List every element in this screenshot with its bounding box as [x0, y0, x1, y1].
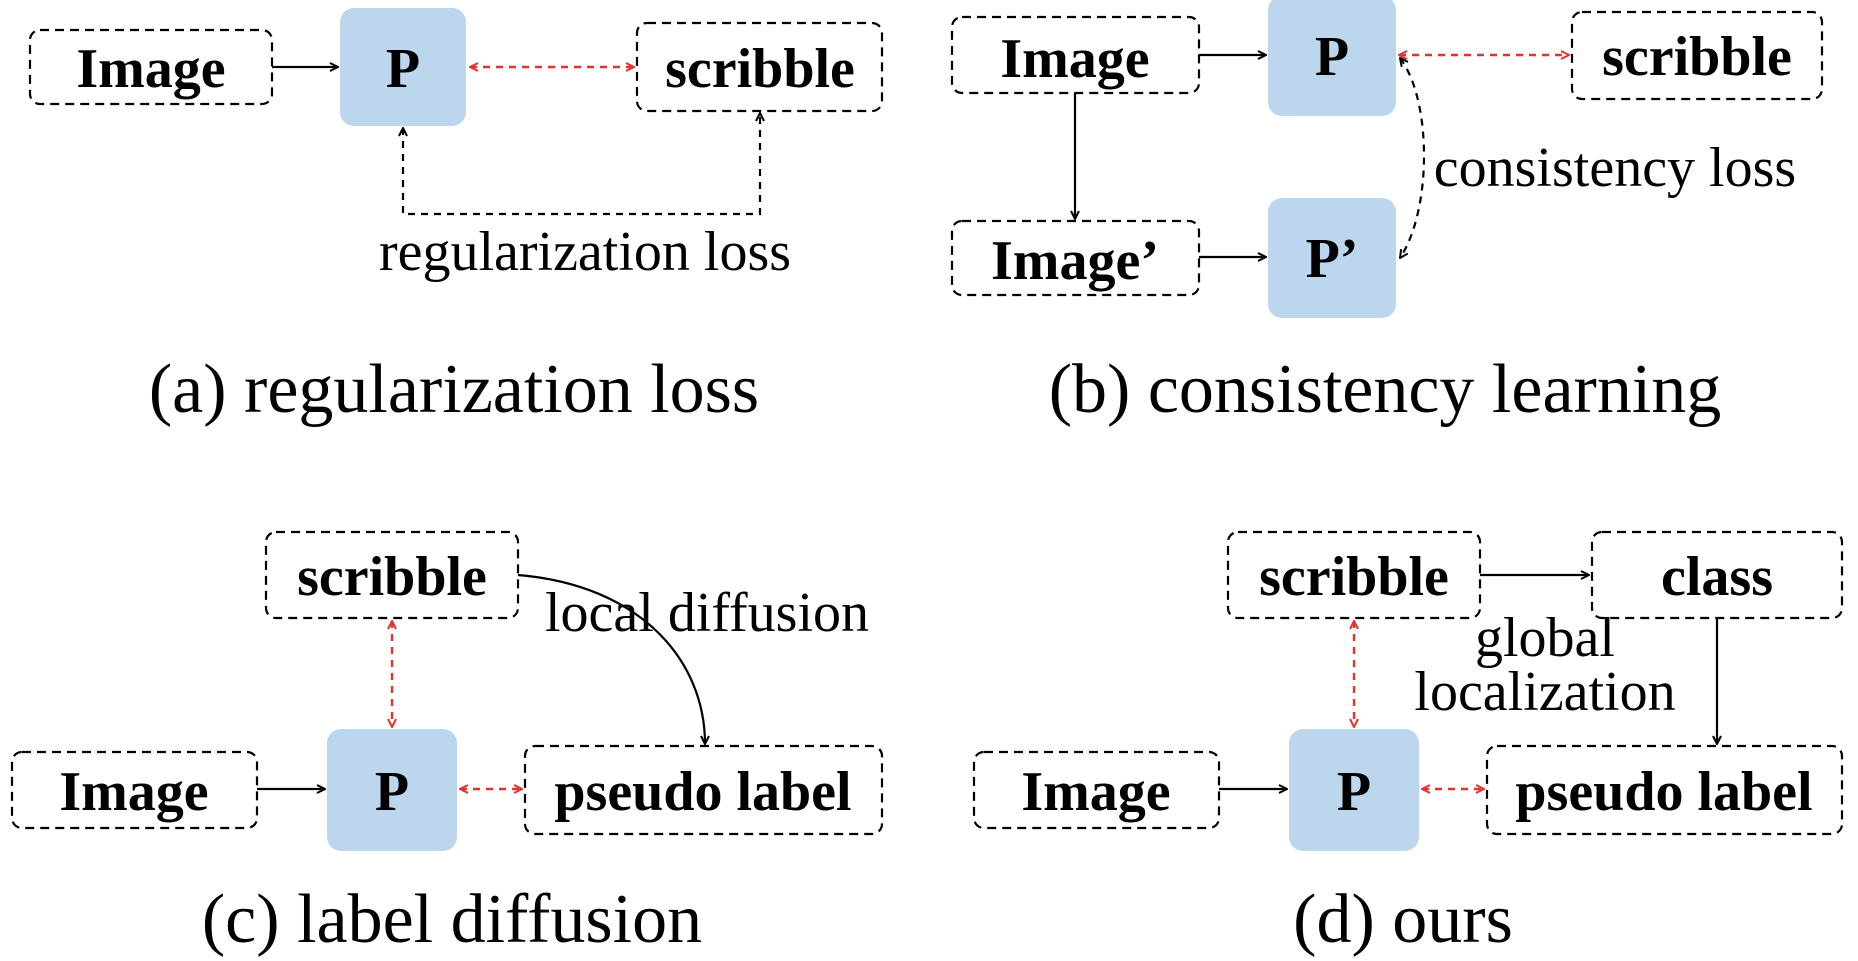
- scribble-node-label: scribble: [665, 38, 855, 100]
- scribble-node-label: scribble: [297, 546, 487, 608]
- panel-a: Image P scribble regularization loss (a)…: [28, 8, 884, 428]
- class-node-label: class: [1661, 546, 1773, 608]
- local-diffusion-arrow: [517, 573, 705, 744]
- global-localization-label-line1: global: [1475, 607, 1615, 669]
- image-node-label: Image: [59, 761, 208, 823]
- scribble-node: [1226, 530, 1482, 620]
- image-node: [10, 750, 259, 830]
- pseudo-label-node: [523, 744, 884, 836]
- image-node-label: Image: [1000, 28, 1149, 90]
- p-node-label: P: [375, 761, 409, 823]
- caption-c: (c) label diffusion: [202, 881, 702, 958]
- p-node: [1268, 0, 1396, 116]
- p-node: [340, 8, 466, 126]
- image-prime-node: [950, 219, 1201, 297]
- image-prime-node-label: Image’: [991, 230, 1159, 292]
- consistency-loss-connector: [1400, 58, 1425, 258]
- scribble-node-label: scribble: [1602, 26, 1792, 88]
- pseudo-label-node-label: pseudo label: [1515, 761, 1812, 823]
- p-node-label: P: [1337, 761, 1371, 823]
- caption-b: (b) consistency learning: [1049, 351, 1722, 428]
- panel-b: Image P scribble Image’ P’ consistency l…: [950, 0, 1824, 428]
- scribble-node: [264, 530, 520, 620]
- scribble-node-label: scribble: [1259, 546, 1449, 608]
- regularization-loss-label: regularization loss: [379, 221, 791, 283]
- consistency-loss-label: consistency loss: [1434, 137, 1796, 199]
- local-diffusion-label: local diffusion: [545, 582, 869, 644]
- image-node: [28, 28, 274, 106]
- pseudo-label-node-label: pseudo label: [554, 761, 851, 823]
- scribble-node: [635, 21, 884, 113]
- image-node-label: Image: [76, 38, 225, 100]
- caption-a: (a) regularization loss: [149, 351, 759, 428]
- pseudo-label-node: [1485, 744, 1844, 836]
- image-node-label: Image: [1021, 761, 1170, 823]
- p-node: [1289, 729, 1419, 851]
- regularization-loss-connector: [403, 113, 760, 216]
- scribble-node: [1570, 10, 1824, 101]
- p-node-label: P: [1315, 26, 1349, 88]
- p-prime-node-label: P’: [1306, 228, 1359, 290]
- p-prime-node: [1268, 198, 1396, 318]
- caption-d: (d) ours: [1293, 881, 1513, 958]
- panel-c: scribble Image P pseudo label local diff…: [10, 530, 884, 958]
- p-node: [327, 729, 457, 851]
- p-node-label: P: [386, 38, 420, 100]
- image-node: [972, 750, 1221, 830]
- global-localization-label-line2: localization: [1414, 661, 1675, 723]
- panel-d: scribble class Image P pseudo label glob…: [972, 530, 1844, 958]
